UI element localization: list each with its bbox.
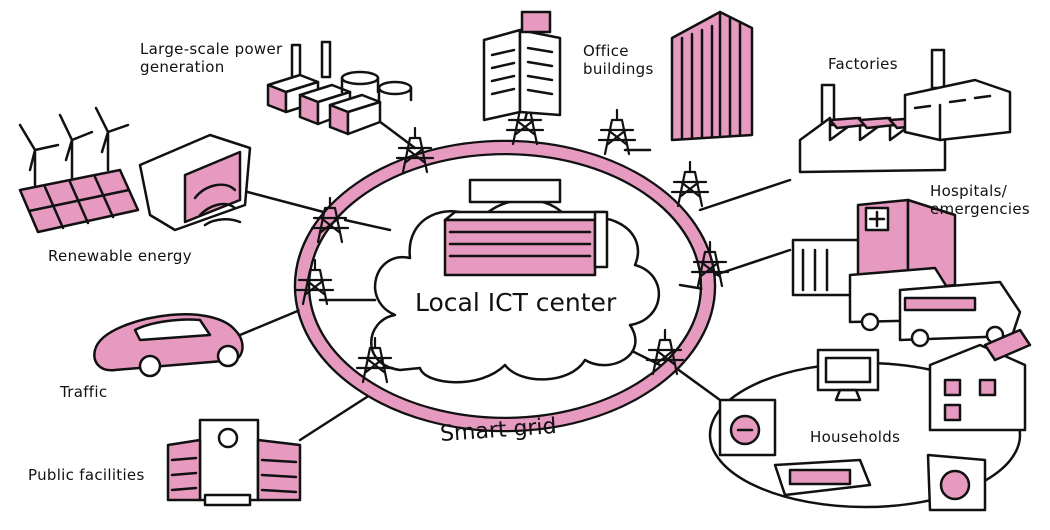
factories-icon — [798, 48, 1012, 174]
factories-label: Factories — [828, 55, 898, 73]
renewable-energy-label: Renewable energy — [48, 247, 192, 265]
ict-center-label: Local ICT center — [415, 288, 617, 317]
power-plant-icon — [266, 40, 413, 136]
renewable-energy-icon — [18, 106, 252, 234]
households-label: Households — [810, 428, 901, 446]
power-generation-label: Large-scale power generation — [140, 40, 283, 76]
office-buildings-label: Office buildings — [583, 42, 654, 78]
transmission-towers — [295, 98, 730, 384]
households-icon — [708, 328, 1032, 512]
traffic-label: Traffic — [60, 383, 108, 401]
hospitals-label: Hospitals/ emergencies — [930, 182, 1030, 218]
office-buildings-icon — [482, 10, 754, 142]
smart-grid-ring — [293, 139, 717, 433]
public-facilities-label: Public facilities — [28, 466, 145, 484]
car-icon — [93, 313, 244, 378]
ict-center-building — [443, 178, 609, 277]
public-facilities-icon — [166, 418, 302, 507]
ambulance-icon — [848, 266, 1022, 348]
